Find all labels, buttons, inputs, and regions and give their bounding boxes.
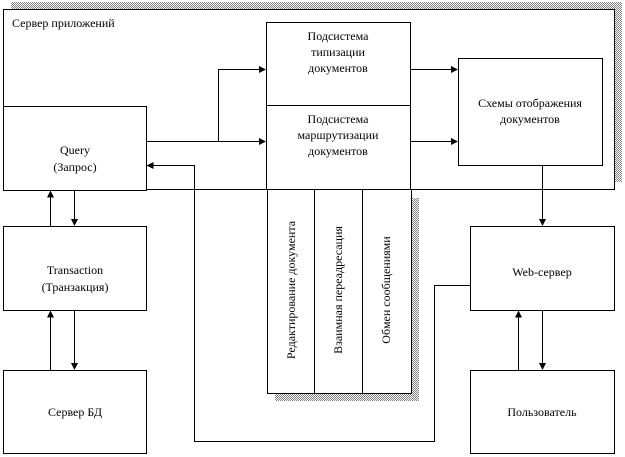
arrow-head-up-to-query <box>47 190 54 198</box>
typing-line-1: Подсистема <box>308 29 370 43</box>
arrow-head-up-to-transaction <box>47 310 54 318</box>
arrow-head-up-to-webserver <box>515 310 522 318</box>
function-messaging-label: Обмен сообщениями <box>379 236 393 344</box>
query-line-1: Query <box>60 143 90 157</box>
arrow-head-to-typing <box>259 66 266 73</box>
function-forward-label: Взаимная переадресация <box>331 226 345 354</box>
query-line-2: (Запрос) <box>53 160 96 174</box>
routing-subsystem-box <box>266 105 411 190</box>
connector-webserver-user <box>515 310 546 371</box>
routing-line-3: документов <box>308 144 368 158</box>
arrow-head-routing-to-schemes <box>451 138 458 145</box>
display-schemes-box <box>458 58 603 166</box>
typing-subsystem-label: Подсистема типизации документов <box>308 29 370 75</box>
connector-subsystems-to-schemes <box>410 66 458 145</box>
transaction-line-1: Transaction <box>47 263 103 277</box>
connector-webserver-to-query <box>146 162 471 442</box>
arrow-head-down-to-db <box>71 363 78 370</box>
connector-schemes-to-webserver <box>539 165 546 226</box>
routing-subsystem-label: Подсистема маршрутизации документов <box>298 112 379 158</box>
arrow-head-down-to-user <box>539 363 546 370</box>
routing-line-1: Подсистема <box>308 112 370 126</box>
function-edit-label: Редактирование документа <box>284 220 298 359</box>
app-server-label: Сервер приложений <box>12 16 115 30</box>
transaction-line-2: (Транзакция) <box>42 280 109 294</box>
web-server-label: Web-сервер <box>512 265 571 279</box>
db-server-box <box>3 370 147 454</box>
routing-line-2: маршрутизации <box>298 128 379 142</box>
user-box <box>470 370 615 454</box>
display-schemes-line-2: документов <box>500 112 560 126</box>
arrow-head-typing-to-schemes <box>451 66 458 73</box>
function-box-forward <box>314 189 363 394</box>
typing-line-3: документов <box>308 61 368 75</box>
connector-query-to-subsystems <box>146 66 266 145</box>
arrow-head-to-webserver <box>539 219 546 226</box>
arrow-head-to-query <box>146 162 154 169</box>
function-box-edit <box>267 189 315 394</box>
typing-line-2: типизации <box>311 45 365 59</box>
connector-query-transaction <box>47 190 78 227</box>
arrow-head-down-to-transaction <box>71 219 78 226</box>
web-server-box <box>470 226 615 311</box>
display-schemes-line-1: Схемы отображения <box>478 96 582 110</box>
user-label: Пользователь <box>507 405 577 419</box>
typing-subsystem-box <box>266 22 411 106</box>
arrow-head-to-routing <box>259 138 266 145</box>
connector-transaction-db <box>47 310 78 371</box>
db-server-label: Сервер БД <box>48 405 102 419</box>
function-box-messaging <box>362 189 412 394</box>
